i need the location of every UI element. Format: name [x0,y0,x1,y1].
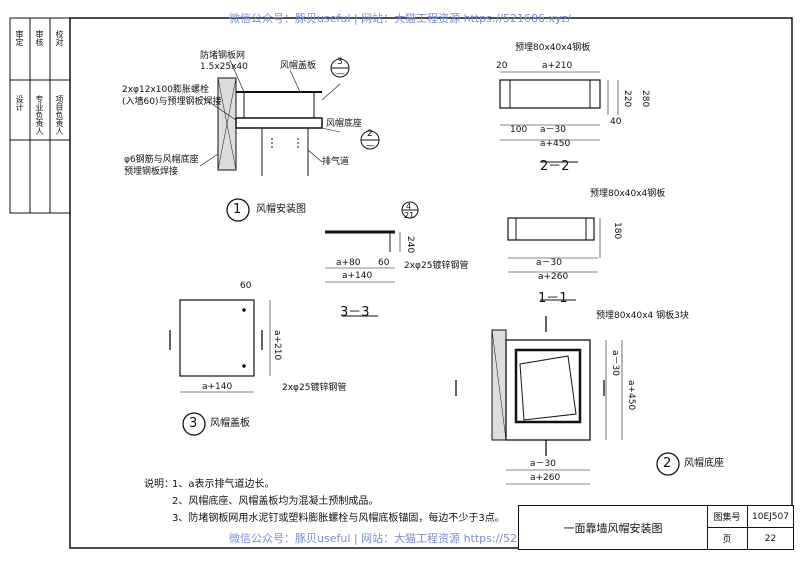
strip-label-3: 校对 [55,30,64,46]
ref-bubble-3-top: 3 [337,57,343,67]
callout-hood-cover: 风帽盖板 [280,61,317,71]
title-block: 一面靠墙风帽安装图 图集号 10EJ507 页 22 [518,505,794,550]
callout-embed-plan: 预埋80x40x4 钢板3块 [596,311,689,321]
callout-wire-mesh: 防堵钢板网 [200,51,246,61]
dim-20-top: 20 [496,61,508,71]
dim-a260-a: a+260 [538,272,569,282]
section-3-3-drawing [325,201,419,317]
section-2-2-drawing [499,71,619,163]
dim-180: 180 [612,222,622,240]
ref-bubble-4: 4 [406,202,412,211]
view2-drawing [455,316,680,485]
dim-a450: a+450 [540,139,571,149]
side-strip-frame [9,17,71,214]
section-1-1-drawing [507,217,601,301]
note-2: 2、风帽底座、风帽盖板均为混凝土预制成品。 [172,496,379,507]
atlas-label: 图集号 [707,506,748,528]
callout-vent: 排气道 [322,157,350,167]
callout-pipe2: 2xφ25镀锌钢管 [282,383,347,393]
sheet-frame [69,17,793,549]
dim-a210-b: a+210 [272,330,282,361]
dim-220: 220 [622,90,632,108]
note-1: 1、a表示排气道边长。 [172,479,275,490]
view1-drawing [199,58,380,222]
strip-label-2: 审核 [35,30,44,46]
view1-number: 1 [233,202,242,217]
callout-pipe1: 2xφ25镀锌钢管 [404,261,469,271]
strip-label-1: 审定 [15,30,24,46]
dim-40-top: 40 [610,117,622,127]
dim-a140-a: a+140 [342,271,373,281]
dim-a30-d: a－30 [530,459,556,469]
dim-a80: a+80 [336,258,361,268]
watermark-bottom: 微信公众号：豚贝useful | 网站：大猫工程资源 https://52168… [229,532,571,545]
view2-title: 风帽底座 [684,458,724,469]
callout-rebar-2: 预埋钢板焊接 [124,167,179,177]
ref-bubble-3-bottom: — [336,69,345,79]
view3-drawing [169,299,271,436]
callout-embed-mid: 预埋80x40x4钢板 [590,189,666,199]
callout-bolt: 2xφ12x100膨胀螺栓 [122,85,209,95]
dim-100-a: 100 [510,125,528,135]
callout-hood-base: 风帽底座 [326,119,363,129]
drawing-title: 一面靠墙风帽安装图 [519,506,708,549]
notes-heading: 说明： [144,479,174,490]
section-3-3-title: 3－3 [340,305,370,320]
dim-60-b: 60 [240,281,252,291]
view1-title: 风帽安装图 [256,204,306,215]
dim-a30-c: a－30 [610,350,620,376]
ref-bubble-2-bottom: — [366,141,375,151]
page-label: 页 [707,528,748,549]
section-2-2-title: 2－2 [540,159,570,174]
page-number: 22 [764,533,777,544]
note-3: 3、防堵钢板网用水泥钉或塑料膨胀螺栓与风帽底板锚固，每边不少于3点。 [172,513,505,524]
watermark-top: 微信公众号：豚贝useful | 网站：大猫工程资源 https://52168… [229,12,571,25]
callout-rebar: φ6钢筋与风帽底座 [124,155,199,165]
strip-label-5: 专业负责人 [35,95,44,135]
dim-a140-b: a+140 [202,382,233,392]
dim-a30-b: a－30 [536,258,562,268]
section-1-1-title: 1－1 [538,291,568,306]
dim-60-a: 60 [378,258,390,268]
dim-a450-b: a+450 [626,380,636,411]
strip-label-4: 设计 [15,95,24,111]
dim-240: 240 [405,236,415,254]
dim-a260-b: a+260 [530,473,561,483]
view3-title: 风帽盖板 [210,418,250,429]
dim-a210: a+210 [542,61,573,71]
view2-number: 2 [663,456,672,471]
ref-bubble-21: 21 [404,211,415,220]
atlas-number: 10EJ507 [748,506,793,528]
strip-label-6: 项目负责人 [55,95,64,135]
dim-280: 280 [640,90,650,108]
ref-bubble-2-top: 2 [367,129,373,139]
callout-embed-top: 预埋80x40x4钢板 [515,43,591,53]
callout-bolt-2: (入墙60)与预埋钢板焊接 [122,97,222,107]
dim-a30: a－30 [540,125,566,135]
callout-mesh-size: 1.5x25x40 [200,62,248,72]
view3-number: 3 [189,416,198,431]
